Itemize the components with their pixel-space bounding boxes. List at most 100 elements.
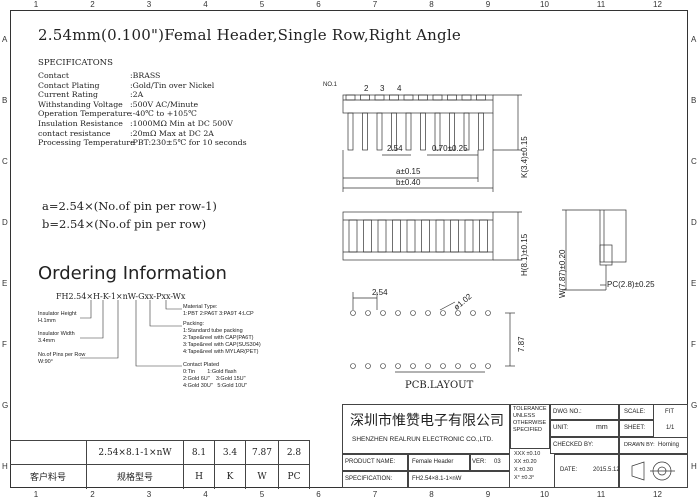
spec-row: Contact Plating:Gold/Tin over Nickel <box>38 81 214 90</box>
dim-pitch-label: 2.54 <box>387 144 403 153</box>
tol-xxx: XXX ±0.10 <box>514 451 541 457</box>
pin-cap <box>447 94 457 101</box>
zone-col-7: 7 <box>372 0 378 9</box>
dim-a-label: a±0.15 <box>396 167 421 176</box>
spec-value: :BRASS <box>130 71 161 80</box>
zone-row-A-right: A <box>691 35 697 44</box>
drawn-by-label: DRAWN BY: <box>624 442 655 448</box>
zone-col-7-bottom: 7 <box>372 490 378 499</box>
pin-cap <box>418 94 428 101</box>
pcb-hole <box>380 310 386 316</box>
sheet-value: 1/1 <box>666 425 675 431</box>
zone-row-C: C <box>2 157 8 166</box>
spec-label: contact resistance <box>38 128 111 138</box>
pin-lead <box>347 112 354 151</box>
front-slot <box>435 219 445 253</box>
pcb-row-spacing-label: 7.87 <box>517 336 526 352</box>
spec-row: Operation Temperature:-40℃ to +105℃ <box>38 109 197 118</box>
pcb-hole <box>350 363 356 369</box>
pin-lead <box>478 112 484 151</box>
scale-cell <box>619 404 654 420</box>
product-name-label: PRODUCT NAME: <box>345 459 396 465</box>
zone-col-8-bottom: 8 <box>429 490 434 499</box>
spec-label-cell <box>342 471 408 488</box>
spec-value-cell <box>408 471 510 488</box>
unit-cell <box>550 420 619 437</box>
pin-2-label: 2 <box>364 84 369 93</box>
ordering-heading: Ordering Information <box>38 263 227 284</box>
projection-cell <box>619 454 688 488</box>
pcb-hole <box>410 310 416 316</box>
unit-label: UNIT: <box>553 425 568 431</box>
ver-cell <box>470 454 510 471</box>
pcb-hole <box>470 310 476 316</box>
zone-row-F: F <box>2 340 7 349</box>
company-name-cn: 深圳市惟赞电子有限公司 <box>350 413 504 429</box>
spec-value: :-40℃ to +105℃ <box>130 109 197 119</box>
product-label-cell <box>342 454 408 471</box>
spec-row: Processing Temperature:PBT:230±5℃ for 10… <box>38 138 247 147</box>
spec-label: Contact <box>38 71 69 80</box>
checked-by-label: CHECKED BY: <box>553 442 594 448</box>
pcb-hole <box>365 310 371 316</box>
pin-lead <box>391 112 397 151</box>
zone-row-G: G <box>2 401 9 410</box>
pcb-hole <box>395 310 401 316</box>
note-insulator-height: Insulator Height H.1mm <box>38 311 77 324</box>
table-header-customer-pn: 客户料号 <box>10 464 87 489</box>
zone-row-H-right: H <box>691 462 697 471</box>
spec-label: Contact Plating <box>38 80 100 90</box>
sheet-label: SHEET: <box>624 425 646 431</box>
table-header-pc: PC <box>278 464 310 489</box>
pin-cap <box>403 94 414 101</box>
zone-row-E: E <box>2 279 8 288</box>
front-slot <box>406 219 416 253</box>
dim-b-label: b±0.40 <box>396 178 421 187</box>
pcb-hole <box>425 310 431 316</box>
pin-no1-label: NO.1 <box>323 82 338 88</box>
zone-col-6: 6 <box>316 0 321 9</box>
sheet-cell <box>619 420 654 437</box>
note-material: Material Type: 1:PBT 2:PA6T 3:PA9T 4:LCP <box>183 304 254 317</box>
table-header-w: W <box>245 464 279 489</box>
pin-cap <box>345 94 356 101</box>
note-contact-plated: Contact Plated 0:Tin 1:Gold flash 2:Gold… <box>183 362 248 389</box>
projection-symbol-icon <box>631 461 675 481</box>
zone-row-F-right: F <box>691 340 696 349</box>
zone-col-12-bottom: 12 <box>653 490 662 499</box>
zone-row-A: A <box>2 35 8 44</box>
zone-col-3-bottom: 3 <box>146 490 152 499</box>
zone-col-10-bottom: 10 <box>540 490 549 499</box>
dim-h-label: H(8.1)±0.15 <box>520 233 529 276</box>
pin-cap <box>461 94 472 101</box>
zone-row-B: B <box>2 96 8 105</box>
spec-row: Current Rating:2A <box>38 90 143 99</box>
zone-col-2: 2 <box>90 0 95 9</box>
spec-row: Contact :BRASS <box>38 71 160 80</box>
specification-label: SPECIFICATION: <box>345 476 393 482</box>
zone-col-1-bottom: 1 <box>33 490 39 499</box>
product-value-cell <box>408 454 470 471</box>
zone-col-4-bottom: 4 <box>203 490 208 499</box>
note-insulator-width: Insulator Width 3.4mm <box>38 331 75 344</box>
spec-label: Withstanding Voltage <box>38 99 123 109</box>
zone-row-B-right: B <box>691 96 697 105</box>
formula-a: a=2.54×(No.of pin per row-1) <box>42 199 217 213</box>
pcb-hole <box>395 363 401 369</box>
pcb-hole <box>410 363 416 369</box>
pcb-hole <box>380 363 386 369</box>
front-slot <box>363 219 372 253</box>
spec-row: contact resistance:20mΩ Max at DC 2A <box>38 129 214 138</box>
pin-cap <box>389 94 399 101</box>
pcb-hole <box>350 310 356 316</box>
table-k-value: 3.4 <box>214 440 246 465</box>
dim-pc-label: PC(2.8)±0.25 <box>607 280 655 289</box>
pin-lead <box>449 112 455 151</box>
pin-lead <box>463 112 470 151</box>
front-slot <box>377 219 387 253</box>
pcb-hole <box>470 363 476 369</box>
parameter-table: 2.54×8.1-1×nW 8.1 3.4 7.87 2.8 客户料号 规格型号… <box>10 440 310 489</box>
tolerance-cell <box>510 404 550 449</box>
pcb-hole <box>455 310 461 316</box>
